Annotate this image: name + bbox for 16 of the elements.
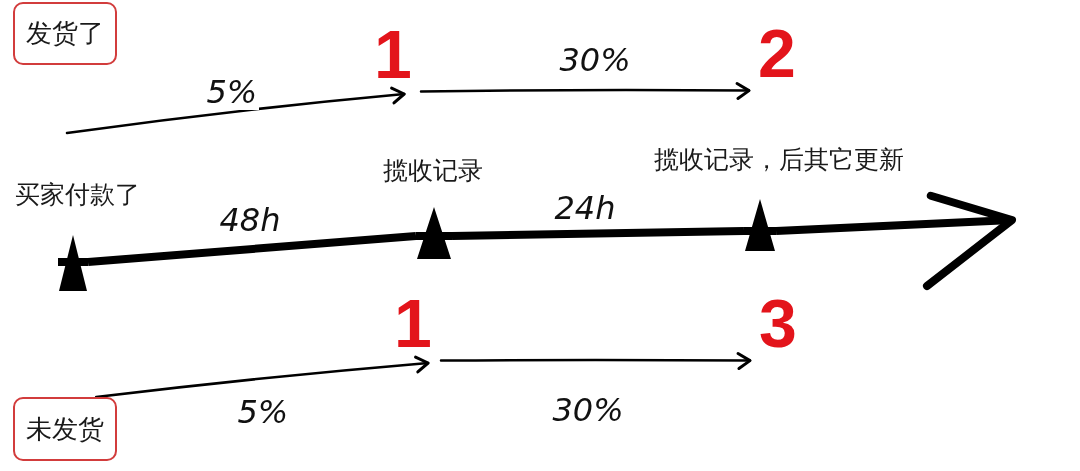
- number-label: 1: [365, 14, 421, 94]
- timeline-arrow: [775, 191, 1016, 291]
- arrow: [439, 352, 752, 371]
- timeline-line: [451, 227, 745, 240]
- milestone-label: 揽收记录，后其它更新: [654, 146, 904, 174]
- arrow: [65, 86, 406, 135]
- number-label: 1: [385, 283, 441, 363]
- number-label: 2: [749, 13, 805, 93]
- label-box: 发货了: [13, 2, 117, 65]
- milestone-label: 买家付款了: [15, 181, 140, 209]
- arrow: [94, 355, 430, 399]
- arrow: [419, 82, 751, 100]
- label-box: 未发货: [13, 397, 117, 461]
- number-label: 3: [750, 283, 806, 363]
- milestone-label: 揽收记录: [383, 157, 483, 185]
- timeline-line: [87, 232, 417, 266]
